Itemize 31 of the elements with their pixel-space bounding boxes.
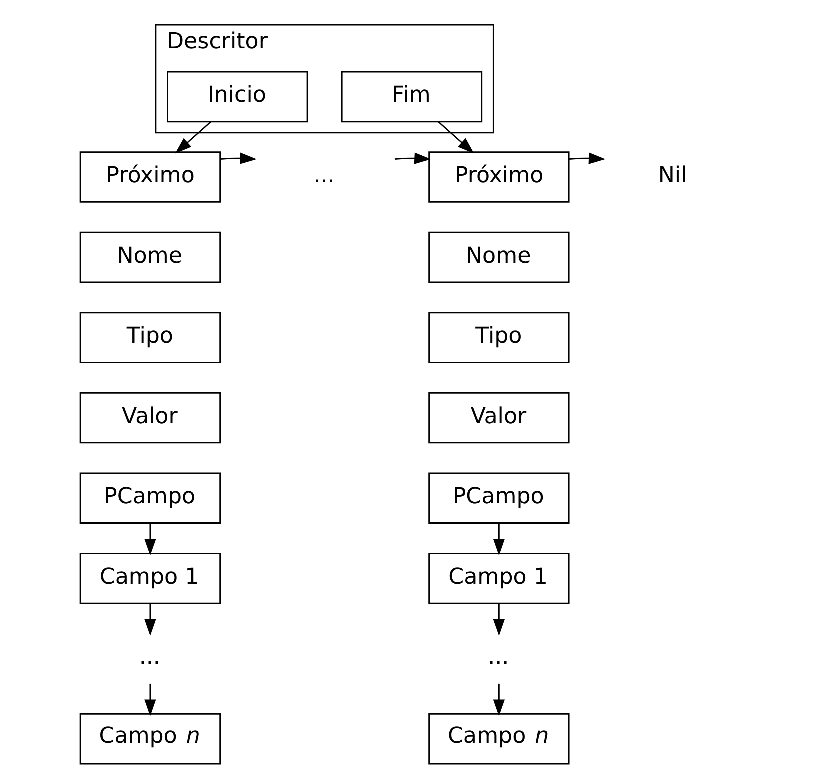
arrow <box>394 152 432 164</box>
arrow <box>144 523 156 556</box>
node-box: Campo n <box>428 714 570 765</box>
node-text: ... <box>488 644 510 670</box>
arrow <box>220 152 257 164</box>
arrow <box>493 523 506 556</box>
node-box: Campo n <box>80 714 222 765</box>
arrow <box>569 152 606 164</box>
node-box: PCampo <box>428 472 570 524</box>
node-box: Campo 1 <box>80 553 222 604</box>
node-box: Campo 1 <box>428 553 570 604</box>
arrow <box>144 684 156 716</box>
arrow <box>175 122 212 154</box>
arrow <box>438 122 474 154</box>
node-box: Próximo <box>428 152 570 203</box>
node-text: ... <box>139 644 160 670</box>
arrow <box>493 684 506 716</box>
node-box: PCampo <box>80 472 222 524</box>
node-box: Nome <box>80 232 222 284</box>
node-box: Tipo <box>428 312 570 364</box>
node-box: Próximo <box>80 152 222 203</box>
node-box: Valor <box>428 392 570 444</box>
arrow <box>493 604 506 636</box>
node-box: Fim <box>341 71 483 123</box>
node-text: ... <box>314 162 335 189</box>
node-box: Nome <box>428 232 570 284</box>
arrow <box>144 604 156 636</box>
node-text: Nil <box>658 162 688 189</box>
node-box: Tipo <box>80 312 222 364</box>
node-box: Valor <box>80 392 222 444</box>
node-box: Inicio <box>167 71 308 123</box>
